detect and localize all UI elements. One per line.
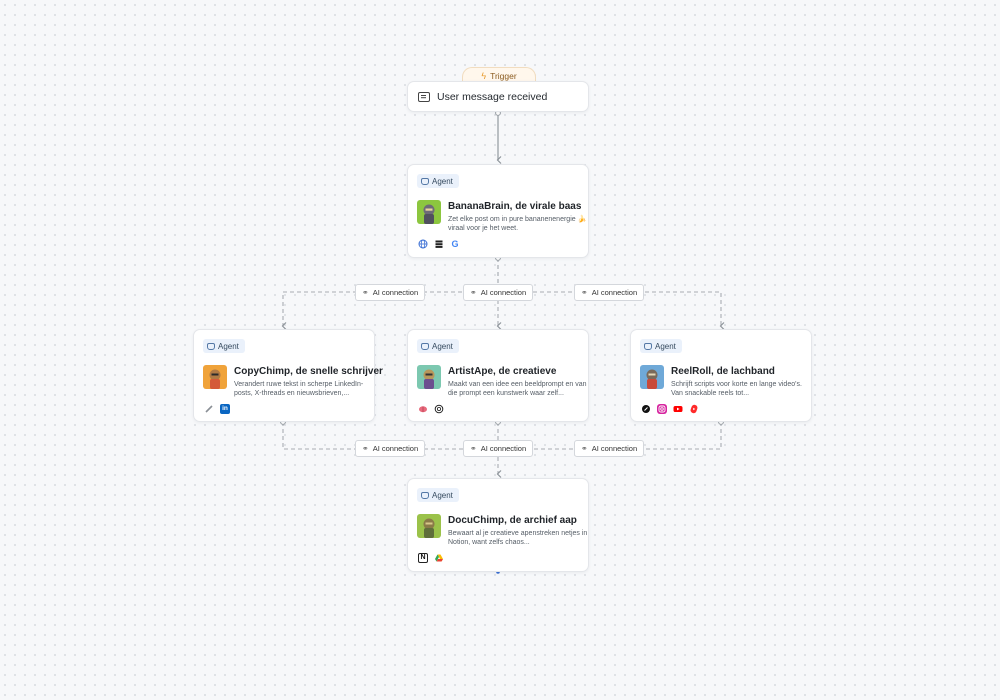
agent-icon [421,342,429,350]
globe-icon[interactable] [418,239,428,249]
avatar [417,200,441,224]
agent-description: Zet elke post om in pure bananenenergie … [448,216,587,232]
ai-connection-label[interactable]: ⚭ AI connection [574,440,645,457]
agent-description: Maakt van een idee een beeldprompt en va… [448,381,587,397]
connection-label-text: AI connection [591,444,638,453]
trigger-tab: ϟ Trigger [462,67,536,84]
instagram-icon[interactable] [657,404,667,414]
connection-label-text: AI connection [372,444,419,453]
stack-icon[interactable] [434,239,444,249]
link-icon: ⚭ [581,444,588,453]
ai-connection-label[interactable]: ⚭ AI connection [355,440,426,457]
connection-label-text: AI connection [372,288,419,297]
avatar [640,365,664,389]
linkedin-icon[interactable]: in [220,404,230,414]
ai-connection-label[interactable]: ⚭ AI connection [355,284,426,301]
agent-badge: Agent [640,339,682,353]
agent-title: DocuChimp, de archief aap [448,515,577,526]
agent-icon [207,342,215,350]
brain-icon[interactable] [418,404,428,414]
link-icon: ⚭ [362,444,369,453]
agent-badge-label: Agent [218,341,239,351]
tool-list: N [418,553,444,563]
tool-list: in [204,404,230,414]
avatar [417,514,441,538]
agent-description: Bewaart al je creatieve apenstreken netj… [448,530,588,546]
compass-icon[interactable] [641,404,651,414]
agent-node-copychimp[interactable]: Agent CopyChimp, de snelle schrijver Ver… [193,329,383,422]
agent-badge: Agent [417,488,459,502]
tool-list [641,404,699,414]
google-icon[interactable]: G [451,239,459,249]
agent-badge: Agent [417,174,459,188]
avatar [417,365,441,389]
agent-badge-label: Agent [655,341,676,351]
link-icon: ⚭ [470,288,477,297]
agent-node-docuchimp[interactable]: Agent DocuChimp, de archief aap Bewaart … [407,478,589,572]
link-icon: ⚭ [581,288,588,297]
link-icon: ⚭ [470,444,477,453]
agent-node-reelroll[interactable]: Agent ReelRoll, de lachband Schrijft scr… [630,329,812,422]
ai-connection-label[interactable]: ⚭ AI connection [463,284,534,301]
agent-node-artistape[interactable]: Agent ArtistApe, de creatieve Maakt van … [407,329,589,422]
connection-label-text: AI connection [480,288,527,297]
trigger-node[interactable]: User message received [407,81,589,112]
agent-icon [421,491,429,499]
agent-icon [421,177,429,185]
agent-node-bananabrain[interactable]: Agent BananaBrain, de virale baas Zet el… [407,164,589,258]
agent-icon [644,342,652,350]
message-icon [418,91,430,102]
pen-icon[interactable] [204,404,214,414]
avatar [203,365,227,389]
bolt-icon: ϟ [481,71,487,81]
shorts-icon[interactable] [689,404,699,414]
drive-icon[interactable] [434,553,444,563]
agent-badge-label: Agent [432,490,453,500]
connection-label-text: AI connection [591,288,638,297]
agent-description: Schrijft scripts voor korte en lange vid… [671,381,802,397]
trigger-label: User message received [437,90,548,103]
agent-badge: Agent [203,339,245,353]
agent-badge-label: Agent [432,341,453,351]
agent-title: CopyChimp, de snelle schrijver [234,366,383,377]
tool-list: G [418,239,460,249]
agent-title: ArtistApe, de creatieve [448,366,557,377]
trigger-tab-label: Trigger [490,71,517,81]
tool-list [418,404,444,414]
ai-connection-label[interactable]: ⚭ AI connection [574,284,645,301]
openai-icon[interactable] [434,404,444,414]
agent-title: ReelRoll, de lachband [671,366,775,377]
agent-badge: Agent [417,339,459,353]
notion-icon[interactable]: N [418,553,428,563]
agent-badge-label: Agent [432,176,453,186]
agent-description: Verandert ruwe tekst in scherpe LinkedIn… [234,381,364,397]
link-icon: ⚭ [362,288,369,297]
connection-label-text: AI connection [480,444,527,453]
youtube-icon[interactable] [673,404,683,414]
ai-connection-label[interactable]: ⚭ AI connection [463,440,534,457]
agent-title: BananaBrain, de virale baas [448,201,582,212]
